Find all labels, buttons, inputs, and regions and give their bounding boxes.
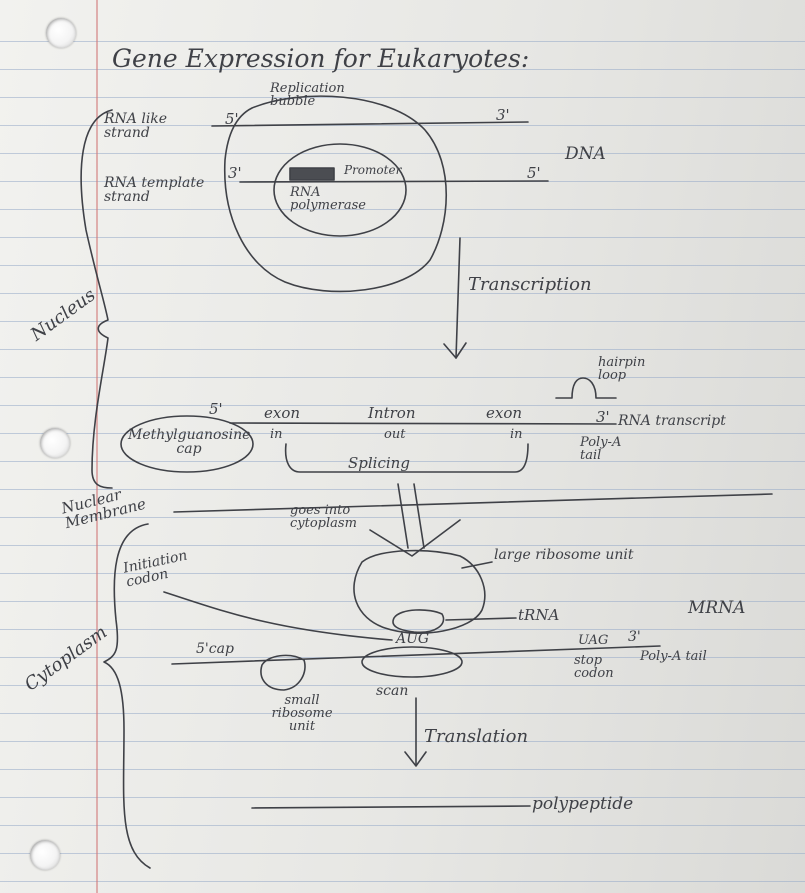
- transcription-label: Transcription: [468, 274, 592, 295]
- methylguanosine-cap-label: Methylguanosine cap: [128, 427, 251, 457]
- polymerase-circle: [273, 143, 407, 237]
- stop-codon-label: stop codon: [574, 653, 614, 681]
- trna-pointer: [445, 617, 517, 621]
- poly-a-tail-transcript-label: Poly-A tail: [580, 435, 622, 463]
- transcription-arrowhead: [443, 342, 467, 359]
- rna-transcript-label: RNA transcript: [618, 413, 726, 429]
- intron-label: Intron: [368, 404, 416, 422]
- translation-arrowhead: [404, 751, 427, 767]
- aug-label: AUG: [396, 631, 430, 647]
- hairpin-loop: [555, 377, 617, 399]
- goes-into-cytoplasm-label: goes into cytoplasm: [290, 503, 357, 531]
- initiation-codon-pointer: [163, 591, 393, 641]
- splicing-bracket: [284, 443, 529, 473]
- transcription-arrow-shaft: [455, 237, 461, 359]
- rna-template-strand-line: [239, 180, 549, 183]
- intron-status-label: out: [384, 427, 406, 442]
- rna-transcript-line: [229, 422, 617, 425]
- exon-1-status-label: in: [270, 427, 283, 442]
- export-arrow: [369, 519, 461, 557]
- binder-hole: [30, 840, 60, 870]
- five-cap-label: 5'cap: [196, 641, 234, 657]
- promoter-label: Promoter: [344, 163, 402, 177]
- transcript-five-prime-label: 5': [209, 400, 223, 418]
- five-prime-bottom-label: 5': [527, 164, 541, 182]
- large-ribosome-unit-label: large ribosome unit: [494, 547, 634, 563]
- exon-2-label: exon: [486, 404, 523, 422]
- trna-blob: [392, 609, 445, 634]
- export-line: [397, 483, 409, 549]
- rna-template-strand-label: RNA template strand: [104, 175, 205, 205]
- rna-like-strand-label: RNA like strand: [104, 111, 168, 141]
- small-ribosome-unit-label: small ribosome unit: [271, 693, 333, 734]
- mrna-line: [171, 645, 661, 665]
- splicing-label: Splicing: [348, 454, 410, 472]
- large-ribosome-pointer: [461, 561, 493, 569]
- binder-hole: [40, 428, 70, 458]
- dna-label: DNA: [565, 144, 606, 164]
- nucleus-brace: [80, 109, 113, 489]
- polypeptide-line: [251, 805, 531, 809]
- export-line: [413, 483, 425, 549]
- page-title: Gene Expression for Eukaryotes:: [112, 44, 530, 73]
- exon-2-status-label: in: [510, 427, 523, 442]
- mrna-label: MRNA: [688, 598, 746, 618]
- promoter-box: [289, 167, 335, 181]
- cytoplasm-brace: [103, 523, 151, 869]
- transcript-three-prime-label: 3': [596, 408, 610, 426]
- translation-label: Translation: [424, 726, 529, 747]
- binder-hole: [46, 18, 76, 48]
- rna-polymerase-label: RNA polymerase: [290, 185, 367, 213]
- large-ribosome: [353, 549, 486, 634]
- mrna-poly-a-tail-label: Poly-A tail: [640, 649, 707, 664]
- margin-line: [96, 0, 98, 893]
- scan-label: scan: [376, 683, 409, 699]
- uag-label: UAG: [578, 633, 609, 648]
- three-prime-bottom-label: 3': [228, 164, 242, 182]
- scanning-ribosome: [361, 646, 463, 678]
- rna-like-strand-line: [211, 121, 529, 127]
- three-prime-top-label: 3': [496, 106, 510, 124]
- nuclear-membrane-line: [173, 493, 773, 513]
- replication-bubble-label: Replication bubble: [270, 81, 345, 109]
- replication-bubble-outline: [223, 95, 447, 293]
- mrna-three-prime-label: 3': [628, 629, 641, 645]
- five-prime-top-label: 5': [225, 110, 239, 128]
- polypeptide-label: polypeptide: [532, 794, 634, 814]
- small-ribosome: [260, 654, 306, 691]
- cap-circle: [120, 415, 254, 473]
- trna-label: tRNA: [518, 606, 560, 624]
- exon-1-label: exon: [264, 404, 301, 422]
- hairpin-loop-label: hairpin loop: [598, 355, 646, 383]
